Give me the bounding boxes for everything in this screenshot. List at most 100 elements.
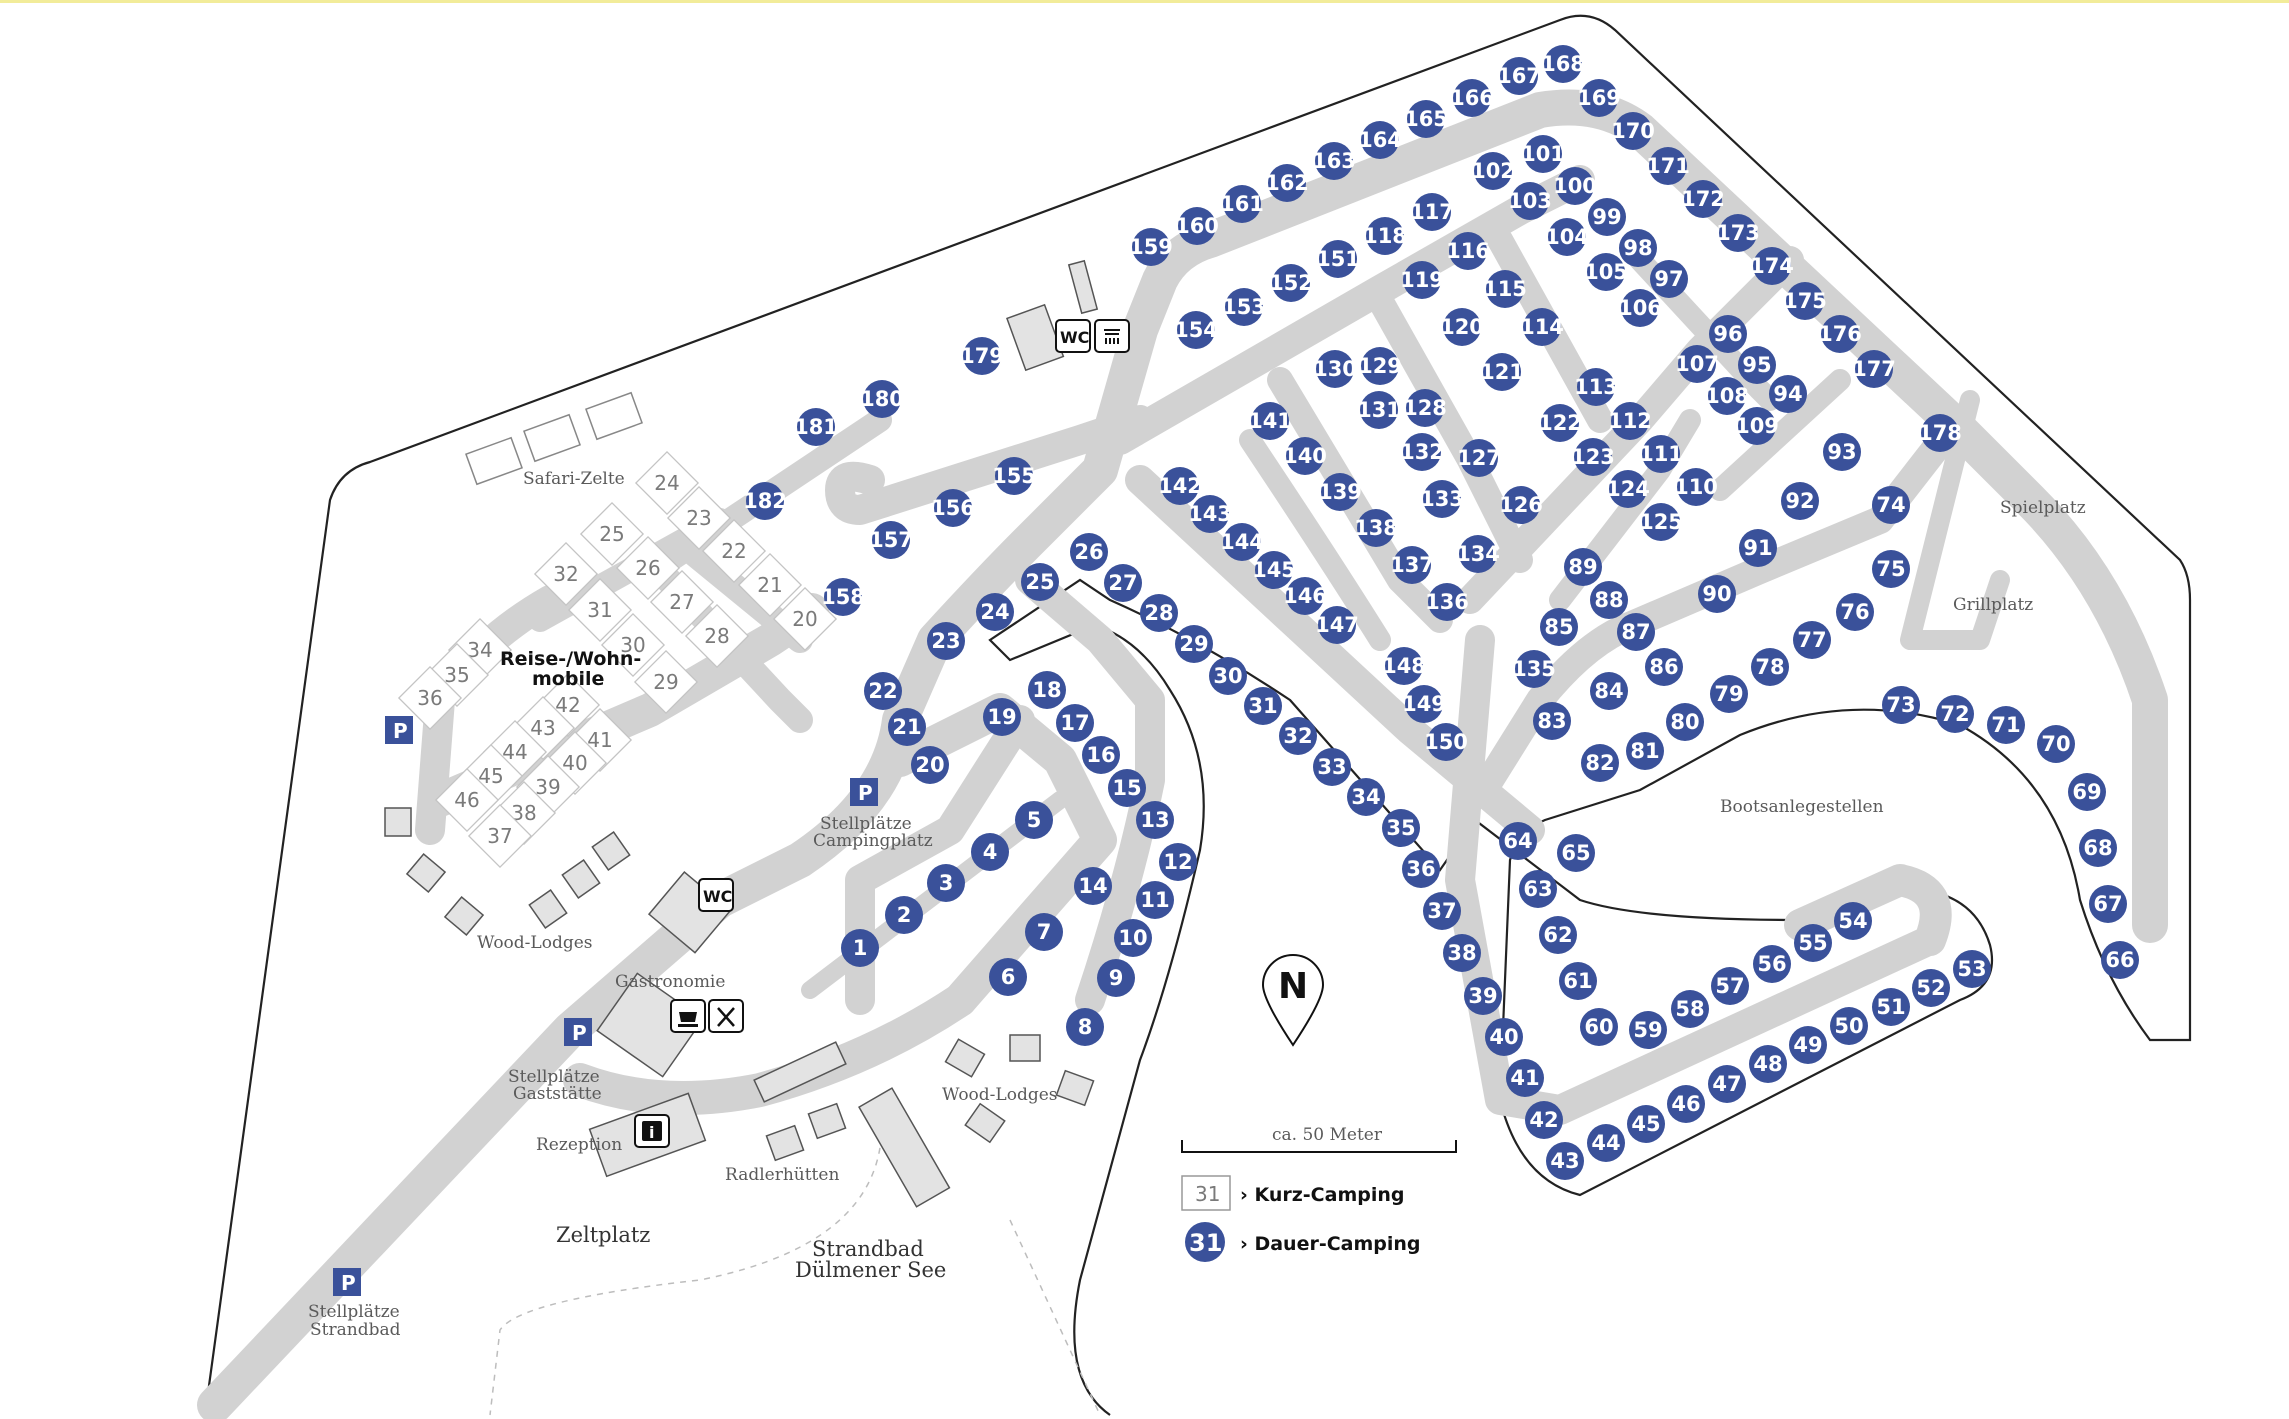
- pitch-dot: [1677, 468, 1715, 506]
- pitch-number: 115: [1483, 277, 1527, 301]
- pitch-dot: [1319, 240, 1357, 278]
- long-pitch-marker: 76: [1836, 593, 1874, 631]
- long-pitch-marker: 61: [1559, 962, 1597, 1000]
- pitch-number: 121: [1480, 360, 1524, 384]
- long-pitch-marker: 152: [1269, 264, 1313, 302]
- long-pitch-marker: 129: [1358, 347, 1402, 385]
- pitch-number: 156: [931, 496, 975, 520]
- pitch-number: 104: [1545, 225, 1589, 249]
- pitch-dot: [1104, 564, 1142, 602]
- long-pitch-marker: 125: [1639, 503, 1683, 541]
- long-pitch-marker: 173: [1716, 214, 1760, 252]
- pitch-number: 160: [1175, 214, 1219, 238]
- pitch-dot: [1136, 881, 1174, 919]
- pitch-dot: [1821, 315, 1859, 353]
- pitch-dot: [1459, 535, 1497, 573]
- pitch-number: 84: [1594, 679, 1623, 703]
- wc-icon: WC: [698, 878, 734, 912]
- long-pitch-marker: 150: [1424, 723, 1468, 761]
- pitch-dot: [1506, 1059, 1544, 1097]
- pitch-number: 32: [1283, 724, 1312, 748]
- long-pitch-marker: 92: [1781, 482, 1819, 520]
- long-pitch-marker: 62: [1539, 916, 1577, 954]
- pitch-dot: [1626, 732, 1664, 770]
- short-pitch-label: 21: [757, 573, 782, 597]
- pitch-number: 35: [1386, 816, 1415, 840]
- long-pitch-marker: 54: [1834, 902, 1872, 940]
- svg-text:P: P: [572, 1021, 587, 1045]
- long-pitch-marker: 4: [971, 833, 1009, 871]
- pitch-number: 67: [2093, 892, 2122, 916]
- pitch-number: 147: [1315, 613, 1359, 637]
- pitch-dot: [1546, 1142, 1584, 1180]
- long-pitch-marker: 120: [1440, 308, 1484, 346]
- label-safari: Safari-Zelte: [523, 469, 625, 489]
- svg-text:P: P: [341, 1271, 356, 1295]
- short-pitch: [737, 552, 803, 618]
- pitch-dot: [1403, 261, 1441, 299]
- pitch-number: 46: [1671, 1092, 1700, 1116]
- pitch-dot: [1581, 744, 1619, 782]
- long-pitch-marker: 95: [1738, 346, 1776, 384]
- pitch-number: 9: [1109, 966, 1124, 990]
- pitch-number: 154: [1174, 318, 1218, 342]
- pitch-dot: [1524, 135, 1562, 173]
- pitch-dot: [1587, 253, 1625, 291]
- long-pitch-marker: 88: [1590, 581, 1628, 619]
- long-pitch-marker: 154: [1174, 311, 1218, 349]
- parking-icon: P: [850, 778, 878, 806]
- long-pitch-marker: 156: [931, 489, 975, 527]
- pitch-dot: [1872, 988, 1910, 1026]
- pitch-number: 17: [1060, 711, 1089, 735]
- pitch-dot: [1753, 247, 1791, 285]
- pitch-number: 69: [2072, 780, 2101, 804]
- long-pitch-marker: 9: [1097, 959, 1135, 997]
- pitch-dot: [1642, 435, 1680, 473]
- pitch-dot: [1082, 736, 1120, 774]
- long-pitch-marker: 10: [1114, 919, 1152, 957]
- label-reise-2: mobile: [532, 668, 604, 690]
- place-labels: Safari-Zelte Reise-/Wohn- mobile Wood-Lo…: [308, 469, 2086, 1340]
- safari-tents: [465, 391, 643, 486]
- pitch-number: 142: [1158, 474, 1202, 498]
- short-pitch: [579, 501, 645, 567]
- pitch-number: 2: [897, 903, 912, 927]
- pitch-dot: [864, 672, 902, 710]
- short-pitch-label: 22: [721, 539, 746, 563]
- pitch-number: 139: [1318, 480, 1362, 504]
- long-pitch-marker: 113: [1574, 368, 1618, 406]
- short-pitch-box: [737, 552, 803, 618]
- long-pitch-marker: 47: [1708, 1065, 1746, 1103]
- short-pitch-box: [701, 518, 767, 584]
- pitch-number: 41: [1510, 1066, 1539, 1090]
- long-pitch-marker: 108: [1705, 377, 1749, 415]
- pitch-dot: [1749, 1045, 1787, 1083]
- pitch-number: 5: [1027, 808, 1042, 832]
- pitch-dot: [1794, 924, 1832, 962]
- pitch-dot: [1872, 486, 1910, 524]
- pitch-number: 155: [992, 464, 1036, 488]
- pitch-dot: [1360, 391, 1398, 429]
- pitch-dot: [1453, 79, 1491, 117]
- pitch-number: 148: [1382, 654, 1426, 678]
- pitch-dot: [2037, 725, 2075, 763]
- pitch-number: 10: [1118, 926, 1147, 950]
- pitch-number: 168: [1541, 52, 1585, 76]
- pitch-number: 83: [1537, 709, 1566, 733]
- pitch-dot: [1486, 270, 1524, 308]
- pitch-number: 97: [1654, 267, 1683, 291]
- pitch-dot: [1255, 551, 1293, 589]
- long-pitch-marker: 114: [1520, 308, 1564, 346]
- pitch-dot: [1114, 919, 1152, 957]
- pitch-number: 114: [1520, 315, 1564, 339]
- long-pitch-marker: 167: [1497, 57, 1541, 95]
- pitch-dot: [1587, 1124, 1625, 1162]
- pitch-dot: [1313, 748, 1351, 786]
- long-pitch-marker: 155: [992, 457, 1036, 495]
- long-pitch-marker: 177: [1852, 350, 1896, 388]
- pitch-number: 29: [1179, 632, 1208, 656]
- pitch-number: 145: [1252, 558, 1296, 582]
- label-strandbad-2: Dülmener See: [795, 1258, 946, 1282]
- pitch-number: 164: [1358, 128, 1402, 152]
- pitch-number: 118: [1363, 224, 1407, 248]
